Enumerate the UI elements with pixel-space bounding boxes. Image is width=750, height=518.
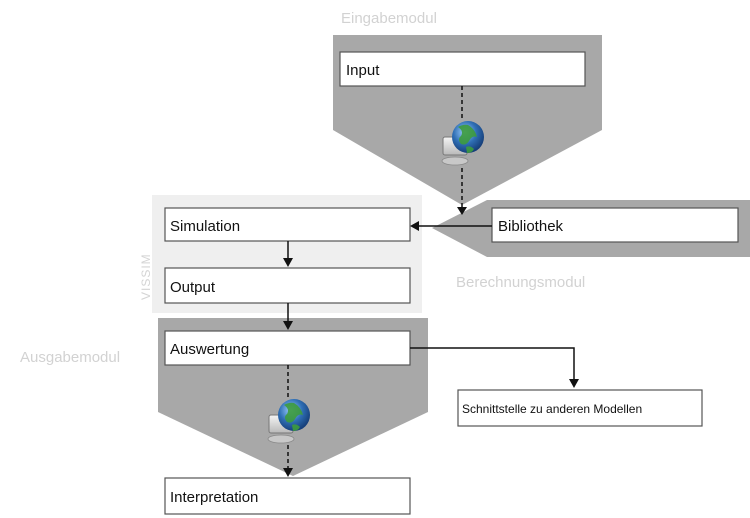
input-module-label: Eingabemodul xyxy=(341,10,437,27)
evaluation-to-interpretation-arrowhead xyxy=(283,468,293,477)
calculation-module-label: Berechnungsmodul xyxy=(456,274,585,291)
globe-monitor-icon xyxy=(267,399,310,444)
input-to-simulation-arrowhead xyxy=(457,207,467,215)
interface-box xyxy=(457,389,703,427)
input-box xyxy=(339,51,586,87)
simulation-box xyxy=(164,207,411,242)
globe-monitor-icon xyxy=(441,121,484,166)
output-module-label: Ausgabemodul xyxy=(20,349,120,366)
output-label: Output xyxy=(170,279,216,296)
output-to-evaluation-arrowhead xyxy=(283,321,293,330)
interpretation-box xyxy=(164,477,411,515)
simulation-label: Simulation xyxy=(170,218,240,235)
interpretation-label: Interpretation xyxy=(170,489,258,506)
evaluation-to-interface-connector xyxy=(410,347,575,380)
library-label: Bibliothek xyxy=(498,218,564,235)
evaluation-to-interface-arrowhead xyxy=(569,379,579,388)
evaluation-label: Auswertung xyxy=(170,341,249,358)
interface-label: Schnittstelle zu anderen Modellen xyxy=(462,402,642,416)
output-box xyxy=(164,267,411,304)
simulation-to-output-arrowhead xyxy=(283,258,293,267)
library-box xyxy=(491,207,739,243)
library-to-simulation-arrowhead xyxy=(410,221,419,231)
input-label: Input xyxy=(346,62,380,79)
vissim-label: VISSIM xyxy=(139,253,153,300)
